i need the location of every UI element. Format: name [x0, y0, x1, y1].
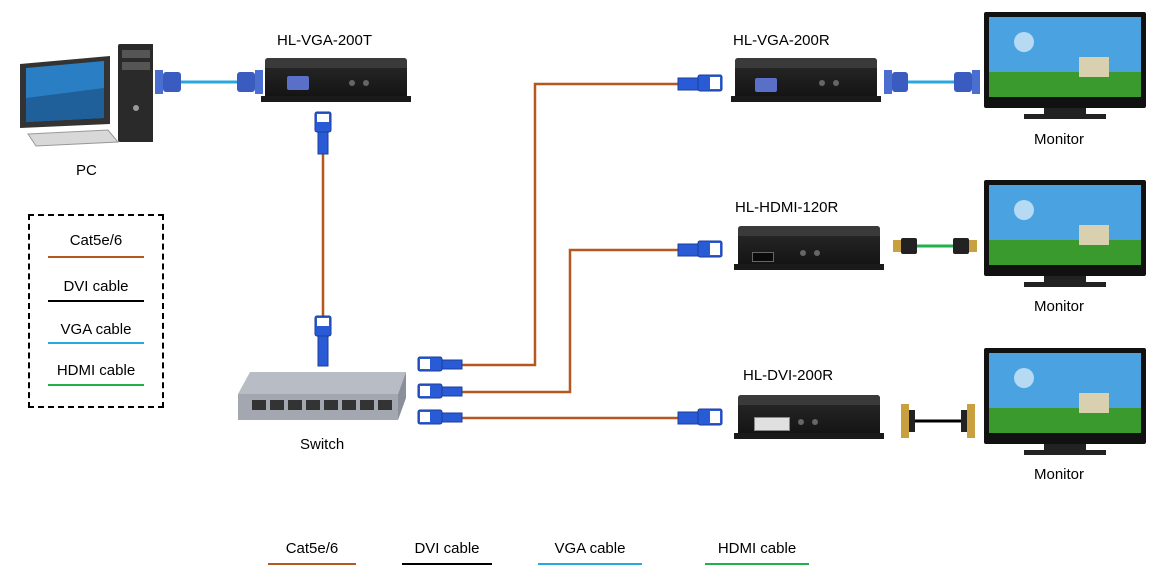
monitor-icon	[984, 348, 1146, 456]
receiver-hdmi-label: HL-HDMI-120R	[735, 199, 839, 216]
legend-hdmi-line	[48, 384, 144, 386]
vga-connector-icon	[884, 70, 908, 94]
dvi-connector-icon	[901, 404, 915, 438]
vga-connector-icon	[237, 70, 263, 94]
extender-icon	[734, 226, 888, 274]
bottom-legend-dvi-line	[402, 563, 492, 565]
receiver-dvi-label: HL-DVI-200R	[743, 367, 834, 384]
monitor-icon	[984, 180, 1146, 288]
hdmi-connector-icon	[953, 238, 977, 254]
bottom-legend-hdmi-line	[705, 563, 809, 565]
bottom-legend-dvi-label: DVI cable	[414, 540, 480, 557]
legend-vga-label: VGA cable	[60, 321, 132, 338]
legend-dvi-line	[48, 300, 144, 302]
bottom-legend-vga-line	[538, 563, 642, 565]
pc-label: PC	[76, 162, 97, 179]
bottom-legend-hdmi-label: HDMI cable	[717, 540, 797, 557]
legend-dvi-label: DVI cable	[63, 278, 129, 295]
receiver-vga-label: HL-VGA-200R	[733, 32, 830, 49]
legend-hdmi-label: HDMI cable	[56, 362, 136, 379]
legend-cat-line	[48, 256, 144, 258]
bottom-legend-cat-line	[268, 563, 356, 565]
transmitter-label: HL-VGA-200T	[277, 32, 373, 49]
monitor-label: Monitor	[1034, 131, 1085, 148]
monitor-label: Monitor	[1034, 466, 1085, 483]
switch-icon	[230, 368, 410, 426]
vga-connector-icon	[954, 70, 980, 94]
cat-cable-vga-rx	[460, 82, 680, 367]
monitor-label: Monitor	[1034, 298, 1085, 315]
legend-vga-line	[48, 342, 144, 344]
legend-box: Cat5e/6 DVI cable VGA cable HDMI cable	[28, 214, 164, 408]
extender-icon	[731, 58, 885, 106]
bottom-legend-vga-label: VGA cable	[554, 540, 626, 557]
switch-label: Switch	[300, 436, 345, 453]
bottom-legend-cat-label: Cat5e/6	[285, 540, 339, 557]
monitor-icon	[984, 12, 1146, 120]
dvi-connector-icon	[961, 404, 975, 438]
extender-icon	[261, 58, 415, 106]
legend-cat-label: Cat5e/6	[69, 232, 123, 249]
pc-icon	[18, 38, 153, 148]
hdmi-connector-icon	[893, 238, 917, 254]
vga-connector-icon	[155, 70, 181, 94]
extender-icon	[734, 395, 888, 443]
cat-cable-hdmi-rx	[460, 248, 680, 394]
